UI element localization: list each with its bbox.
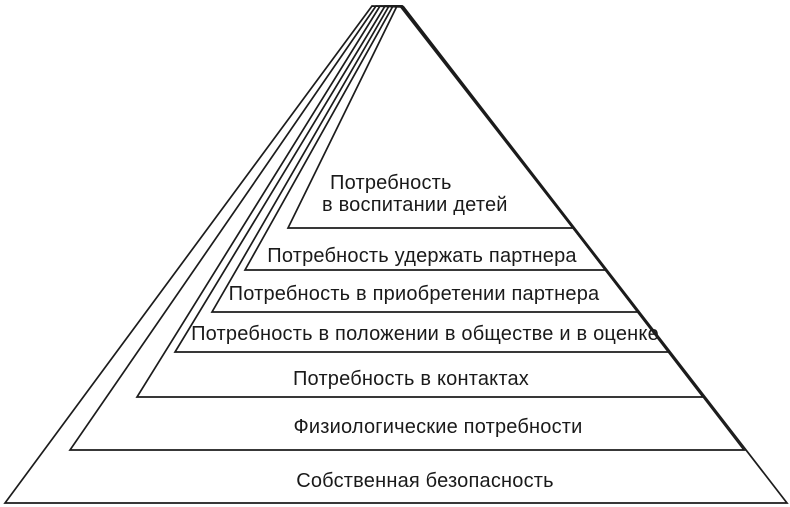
tier-7-label: Собственная безопасность xyxy=(296,470,554,492)
tier-2-label: Потребность удержать партнера xyxy=(267,245,577,267)
tier-1-label-line-2: в воспитании детей xyxy=(322,194,508,216)
tier-5-label: Потребность в контактах xyxy=(293,368,529,390)
tier-3-label: Потребность в приобретении партнера xyxy=(229,283,600,305)
pyramid-tier-1-outline xyxy=(286,5,575,229)
tier-6-label: Физиологические потребности xyxy=(293,416,582,438)
pyramid-tier-2-outline xyxy=(243,5,608,271)
tier-1-label-line-1: Потребность xyxy=(330,172,452,194)
tier-4-label: Потребность в положении в обществе и в о… xyxy=(191,323,659,345)
